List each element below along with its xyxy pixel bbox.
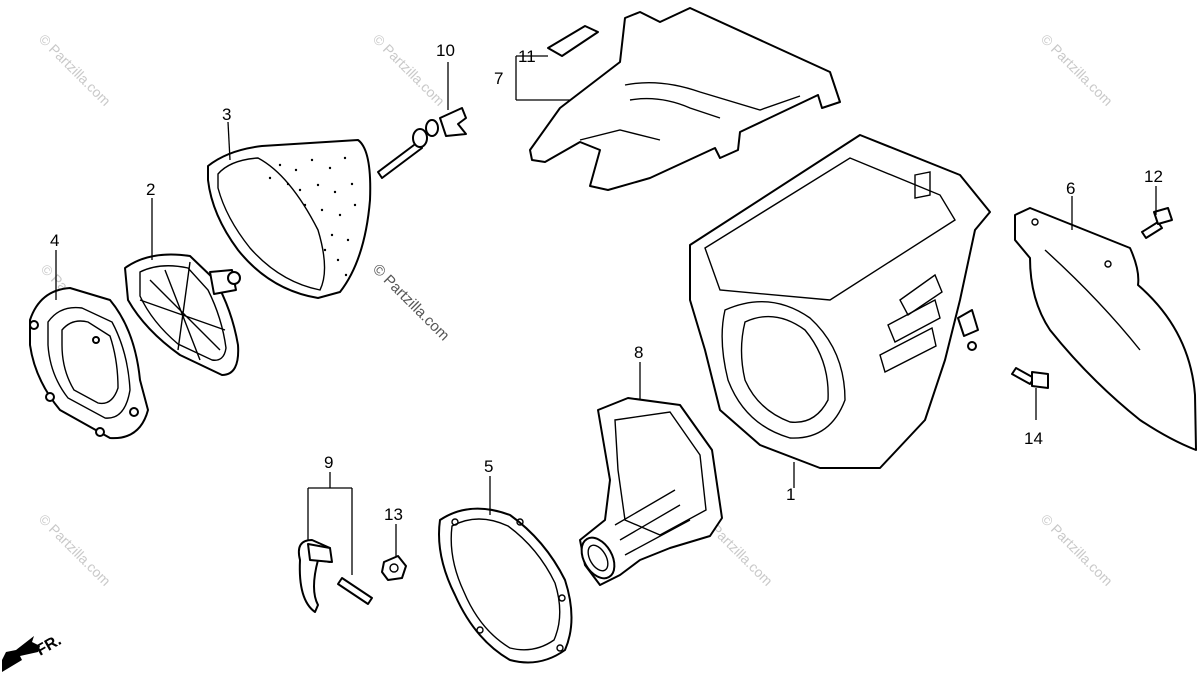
part-9-clamp[interactable]: [297, 539, 373, 613]
part-10-wing-bolt[interactable]: [377, 107, 467, 179]
part-3-air-filter-element[interactable]: [207, 139, 372, 299]
watermark-text: © Partzilla.com: [36, 31, 114, 109]
part-1-air-box[interactable]: [689, 134, 991, 469]
foam-texture: [268, 156, 357, 277]
callout-6: 6: [1066, 179, 1075, 198]
callout-labels: 1 2 3 4 5 6 7 8 9 10 11 12 13 14: [50, 41, 1163, 524]
part-6-side-guard[interactable]: [1014, 207, 1197, 451]
part-4-holder-plate[interactable]: [29, 287, 149, 440]
callout-5: 5: [484, 457, 493, 476]
part-14-bolt[interactable]: [1011, 367, 1049, 389]
part-13-nut[interactable]: [381, 555, 407, 581]
callout-9: 9: [324, 453, 333, 472]
watermark-text: © Partzilla.com: [1038, 511, 1116, 589]
part-12-bolt[interactable]: [1141, 207, 1173, 239]
callout-8: 8: [634, 343, 643, 362]
part-8-intake-boot[interactable]: [575, 397, 723, 586]
callout-4: 4: [50, 231, 59, 250]
callout-12: 12: [1144, 167, 1163, 186]
callout-10: 10: [436, 41, 455, 60]
part-5-gasket[interactable]: [438, 507, 573, 664]
callout-1: 1: [786, 485, 795, 504]
watermark-text: © Partzilla.com: [36, 511, 114, 589]
part-2-filter-cage[interactable]: [124, 253, 241, 376]
front-label: FR.: [34, 632, 65, 660]
front-arrow-icon: [2, 636, 40, 672]
callout-3: 3: [222, 105, 231, 124]
callout-7: 7: [494, 69, 503, 88]
watermark-text: © Partzilla.com: [1038, 31, 1116, 109]
watermark-center: © Partzilla.com: [369, 261, 452, 344]
callout-11: 11: [518, 47, 536, 66]
leader-lines: [55, 55, 1157, 575]
callout-13: 13: [384, 505, 403, 524]
callout-2: 2: [146, 180, 155, 199]
front-direction-indicator: FR.: [2, 632, 64, 672]
part-7-top-cover[interactable]: [529, 7, 841, 191]
callout-14: 14: [1024, 429, 1043, 448]
